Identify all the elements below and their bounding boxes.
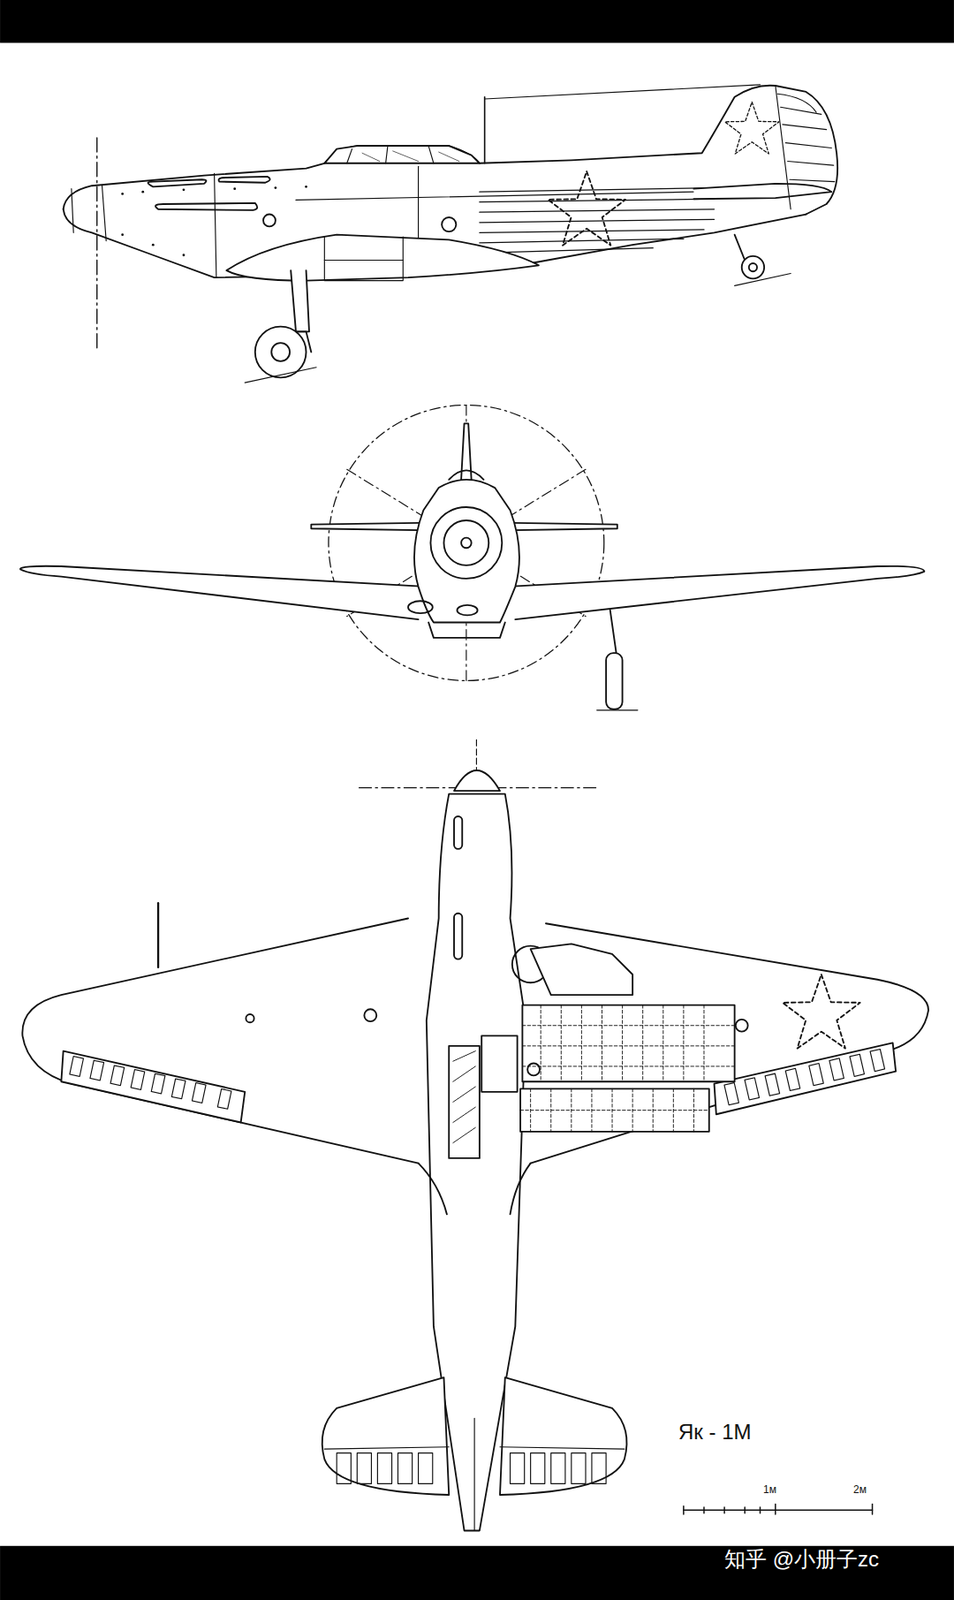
front-view bbox=[20, 405, 924, 711]
watermark: 知乎 @小册子zc bbox=[724, 1547, 879, 1571]
scale-bar bbox=[683, 1503, 873, 1515]
side-view bbox=[63, 84, 838, 383]
scale-label: 2м bbox=[853, 1484, 867, 1496]
scale-label: 1м bbox=[763, 1484, 777, 1496]
aircraft-title: Як - 1М bbox=[678, 1420, 752, 1444]
bottom-bar bbox=[0, 1545, 954, 1600]
top-view bbox=[22, 739, 929, 1530]
top-bar bbox=[0, 0, 954, 44]
